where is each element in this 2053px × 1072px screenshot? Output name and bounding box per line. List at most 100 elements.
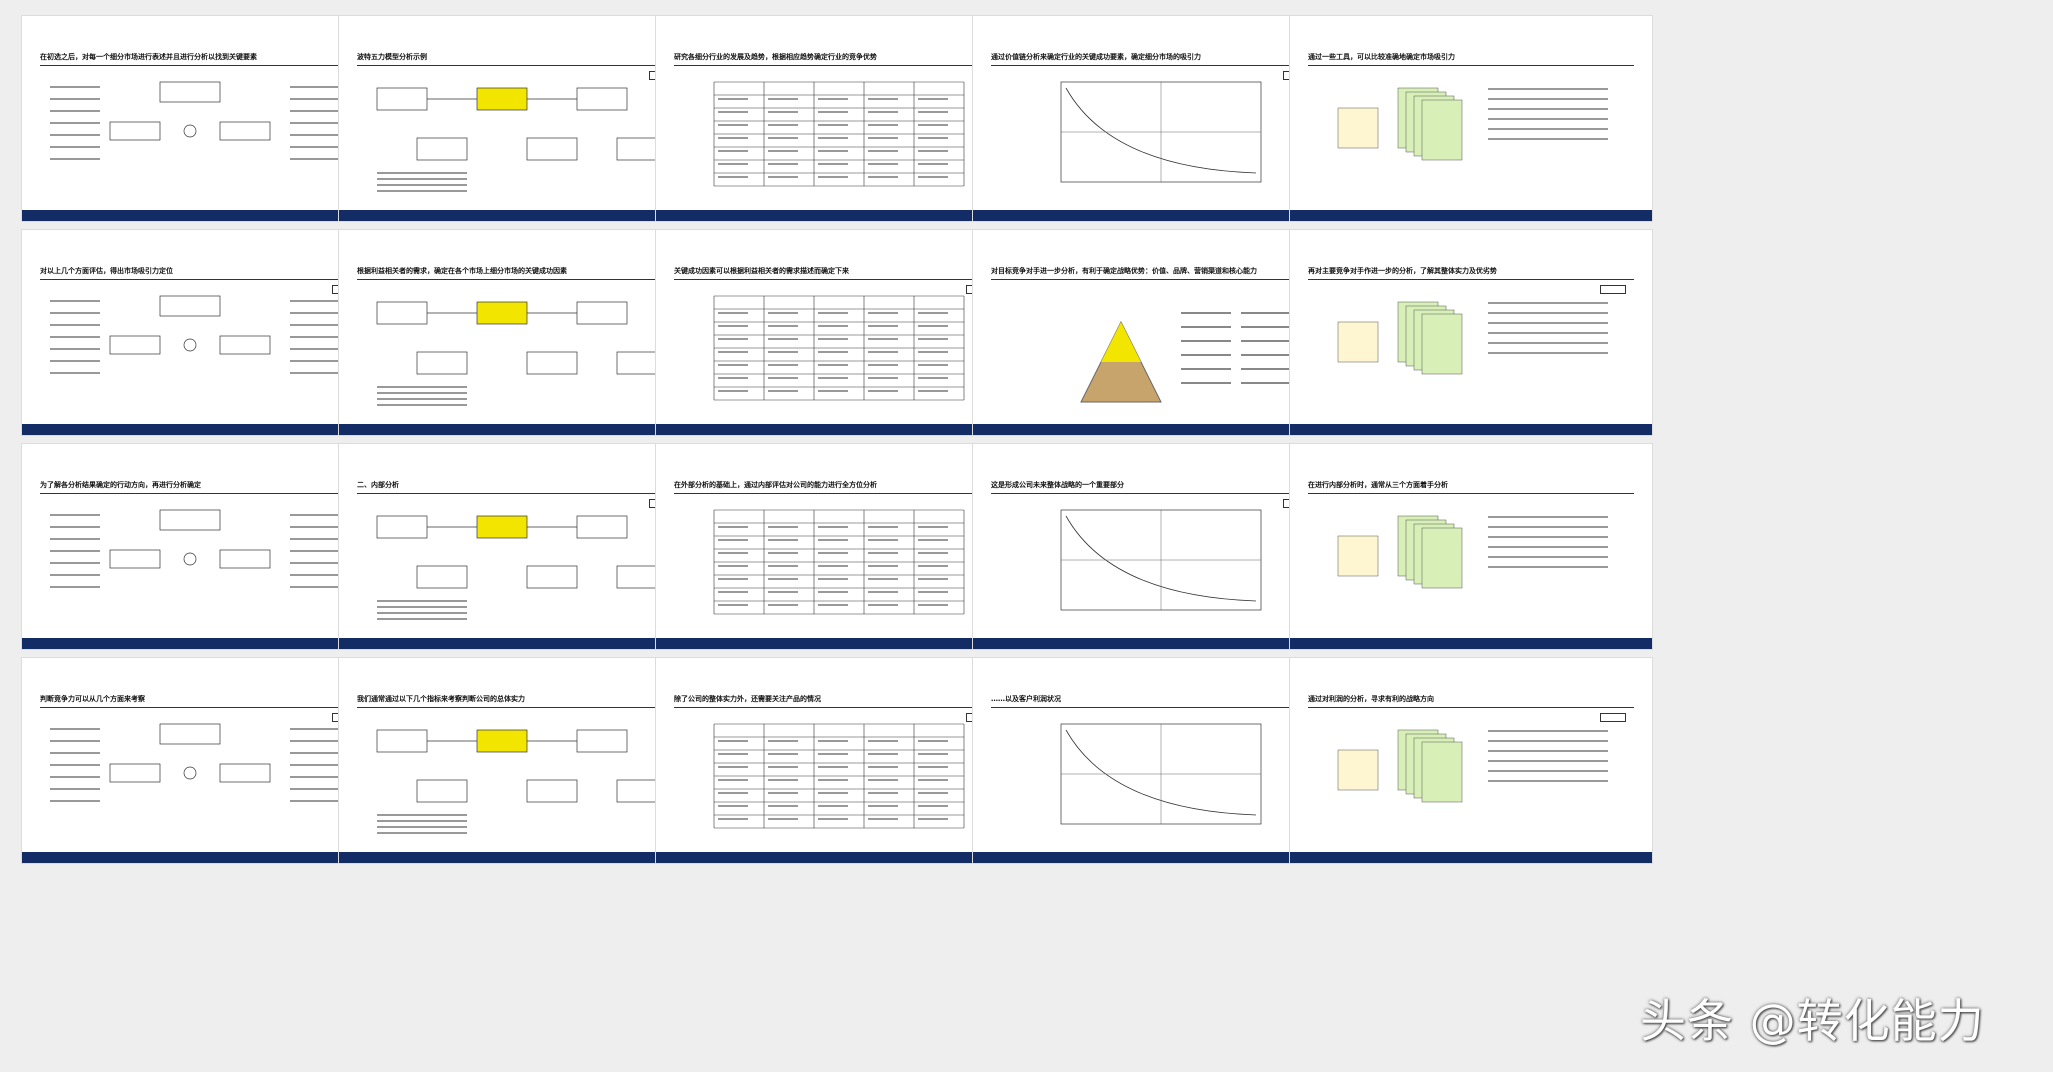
title-rule <box>674 493 1000 494</box>
slide-preview[interactable]: 通过对利润的分析，寻求有利的战略方向 <box>1290 658 1652 863</box>
slide-diagram <box>1060 509 1262 611</box>
slide-footer-bar <box>656 638 1018 649</box>
title-rule <box>357 65 683 66</box>
title-rule <box>357 493 683 494</box>
slide-preview[interactable]: 在初选之后，对每一个细分市场进行表述并且进行分析以找到关键要素 <box>22 16 384 221</box>
slide-preview[interactable]: 除了公司的整体实力外，还需要关注产品的情况 <box>656 658 1018 863</box>
slide-preview[interactable]: 再对主要竞争对手作进一步的分析，了解其整体实力及优劣势 <box>1290 230 1652 435</box>
slide-diagram <box>1337 301 1608 375</box>
slide-thumbnail-22[interactable]: 波特五力模型分析示例22★ <box>317 0 701 280</box>
slide-footer-bar <box>339 638 701 649</box>
slide-preview[interactable]: 二、内部分析 <box>339 444 701 649</box>
slide-diagram <box>50 723 350 802</box>
slide-footer-bar <box>973 210 1335 221</box>
slide-footer-bar <box>1290 424 1652 435</box>
slide-footer-bar <box>1290 638 1652 649</box>
title-rule <box>40 279 366 280</box>
slide-title: 我们通常通过以下几个指标来考察判断公司的总体实力 <box>357 695 525 703</box>
slide-title: 对目标竞争对手进一步分析，有利于确定战略优势：价值、品牌、营销渠道和核心能力 <box>991 267 1257 275</box>
slide-thumbnail-29[interactable]: 对目标竞争对手进一步分析，有利于确定战略优势：价值、品牌、营销渠道和核心能力29… <box>951 214 1335 494</box>
slide-thumbnail-36[interactable]: 判断竞争力可以从几个方面来考察 <box>0 642 384 922</box>
title-rule <box>674 279 1000 280</box>
slide-thumbnail-26[interactable]: 对以上几个方面评估，得出市场吸引力定位26★ <box>0 214 384 494</box>
title-rule <box>357 279 683 280</box>
slide-footer-bar <box>1290 852 1652 863</box>
slide-diagram <box>713 723 965 829</box>
slide-footer-bar <box>22 638 384 649</box>
slide-thumbnail-27[interactable]: 根据利益相关者的需求，确定在各个市场上细分市场的关键成功因素27★ <box>317 214 701 494</box>
title-rule <box>674 65 1000 66</box>
slide-title: 这是形成公司未来整体战略的一个重要部分 <box>991 481 1124 489</box>
slide-preview[interactable]: 对目标竞争对手进一步分析，有利于确定战略优势：价值、品牌、营销渠道和核心能力 <box>973 230 1335 435</box>
slide-thumbnail-39[interactable]: ……以及客户利润状况 <box>951 642 1335 922</box>
slide-diagram <box>1060 723 1262 825</box>
slide-diagram <box>376 729 668 834</box>
slide-title: 在外部分析的基础上，通过内部评估对公司的能力进行全方位分析 <box>674 481 877 489</box>
slide-diagram <box>50 509 350 588</box>
slide-diagram <box>376 515 668 620</box>
slide-preview[interactable]: 我们通常通过以下几个指标来考察判断公司的总体实力 <box>339 658 701 863</box>
slide-footer-bar <box>973 424 1335 435</box>
slide-tag-box <box>1600 285 1626 294</box>
slide-preview[interactable]: 在进行内部分析时，通常从三个方面着手分析 <box>1290 444 1652 649</box>
title-rule <box>991 707 1317 708</box>
slide-title: 对以上几个方面评估，得出市场吸引力定位 <box>40 267 173 275</box>
slide-title: 在进行内部分析时，通常从三个方面着手分析 <box>1308 481 1448 489</box>
slide-footer-bar <box>973 852 1335 863</box>
title-rule <box>357 707 683 708</box>
slide-diagram <box>713 509 965 615</box>
title-rule <box>40 65 366 66</box>
slide-title: 在初选之后，对每一个细分市场进行表述并且进行分析以找到关键要素 <box>40 53 257 61</box>
slide-preview[interactable]: 对以上几个方面评估，得出市场吸引力定位 <box>22 230 384 435</box>
slide-thumbnail-23[interactable]: 研究各细分行业的发展及趋势，根据相应趋势确定行业的竞争优势23★ <box>634 0 1018 280</box>
slide-thumbnail-32[interactable]: 二、内部分析32★ <box>317 428 701 708</box>
slide-preview[interactable]: 根据利益相关者的需求，确定在各个市场上细分市场的关键成功因素 <box>339 230 701 435</box>
slide-preview[interactable]: 为了解各分析结果确定的行动方向，再进行分析确定 <box>22 444 384 649</box>
slide-footer-bar <box>22 210 384 221</box>
slide-title: 关键成功因素可以根据利益相关者的需求描述而确定下来 <box>674 267 849 275</box>
slide-preview[interactable]: 波特五力模型分析示例 <box>339 16 701 221</box>
slide-title: 除了公司的整体实力外，还需要关注产品的情况 <box>674 695 821 703</box>
slide-diagram <box>50 295 350 374</box>
slide-footer-bar <box>656 210 1018 221</box>
slide-thumbnail-40[interactable]: 通过对利润的分析，寻求有利的战略方向 <box>1268 642 1652 922</box>
slide-preview[interactable]: 这是形成公司未来整体战略的一个重要部分 <box>973 444 1335 649</box>
slide-diagram <box>376 87 668 192</box>
slide-title: 根据利益相关者的需求，确定在各个市场上细分市场的关键成功因素 <box>357 267 567 275</box>
slide-thumbnail-24[interactable]: 通过价值链分析来确定行业的关键成功要素，确定细分市场的吸引力24★ <box>951 0 1335 280</box>
slide-footer-bar <box>656 852 1018 863</box>
slide-title: 通过价值链分析来确定行业的关键成功要素，确定细分市场的吸引力 <box>991 53 1201 61</box>
slide-tag-box <box>1600 713 1626 722</box>
slide-title: 二、内部分析 <box>357 481 399 489</box>
title-rule <box>40 707 366 708</box>
slide-thumbnail-37[interactable]: 我们通常通过以下几个指标来考察判断公司的总体实力 <box>317 642 701 922</box>
slide-title: 研究各细分行业的发展及趋势，根据相应趋势确定行业的竞争优势 <box>674 53 877 61</box>
slide-diagram <box>1080 312 1291 403</box>
slide-thumbnail-35[interactable]: 在进行内部分析时，通常从三个方面着手分析35★ <box>1268 428 1652 708</box>
slide-preview[interactable]: 研究各细分行业的发展及趋势，根据相应趋势确定行业的竞争优势 <box>656 16 1018 221</box>
slide-title: 通过对利润的分析，寻求有利的战略方向 <box>1308 695 1434 703</box>
slide-thumbnail-38[interactable]: 除了公司的整体实力外，还需要关注产品的情况 <box>634 642 1018 922</box>
slide-thumbnail-33[interactable]: 在外部分析的基础上，通过内部评估对公司的能力进行全方位分析33★ <box>634 428 1018 708</box>
slide-preview[interactable]: ……以及客户利润状况 <box>973 658 1335 863</box>
slide-thumbnail-34[interactable]: 这是形成公司未来整体战略的一个重要部分34★ <box>951 428 1335 708</box>
slide-preview[interactable]: 在外部分析的基础上，通过内部评估对公司的能力进行全方位分析 <box>656 444 1018 649</box>
slide-preview[interactable]: 通过一些工具，可以比较准确地确定市场吸引力 <box>1290 16 1652 221</box>
slide-footer-bar <box>339 210 701 221</box>
slide-diagram <box>1337 515 1608 589</box>
slide-thumbnail-31[interactable]: 为了解各分析结果确定的行动方向，再进行分析确定31★ <box>0 428 384 708</box>
slide-preview[interactable]: 判断竞争力可以从几个方面来考察 <box>22 658 384 863</box>
slide-title: 再对主要竞争对手作进一步的分析，了解其整体实力及优劣势 <box>1308 267 1497 275</box>
slide-diagram <box>50 81 350 160</box>
title-rule <box>991 279 1317 280</box>
slide-thumbnail-21[interactable]: 在初选之后，对每一个细分市场进行表述并且进行分析以找到关键要素21★ <box>0 0 384 280</box>
slide-title: 波特五力模型分析示例 <box>357 53 427 61</box>
slide-preview[interactable]: 通过价值链分析来确定行业的关键成功要素，确定细分市场的吸引力 <box>973 16 1335 221</box>
title-rule <box>1308 493 1634 494</box>
slide-footer-bar <box>973 638 1335 649</box>
title-rule <box>1308 707 1634 708</box>
title-rule <box>674 707 1000 708</box>
title-rule <box>1308 65 1634 66</box>
slide-footer-bar <box>1290 210 1652 221</box>
